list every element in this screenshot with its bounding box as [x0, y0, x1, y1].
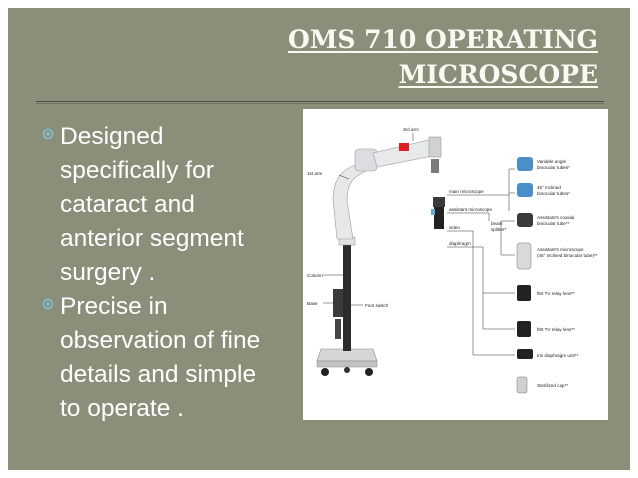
accessory-label: 45° inclined	[537, 185, 561, 190]
title-divider-shadow	[36, 103, 604, 104]
title-line-1: OMS 710 OPERATING	[287, 25, 598, 54]
accessory-label: binocular tubes*	[537, 191, 570, 196]
bullet-item: Precise in observation of fine details a…	[42, 290, 306, 426]
accessory-label: Sterilized cap**	[537, 383, 568, 388]
microscope-svg: 3rd arm 1st arm Column Base Foot switch …	[307, 127, 598, 394]
bullet-line: observation of fine	[60, 327, 261, 354]
accessory-icons	[516, 157, 533, 394]
label-beam-splitter: beam	[491, 221, 503, 226]
microscope-base	[316, 348, 378, 376]
label-third-arm: 3rd arm	[403, 127, 419, 132]
bullet-list: Designed specifically for cataract and a…	[42, 120, 306, 426]
bullet-line: Precise in	[60, 293, 168, 320]
accessory-label: (45° inclined binocular tube)**	[537, 253, 598, 258]
bullet-line: Designed	[60, 123, 164, 150]
accessory-label: Assistant's coaxial	[537, 215, 574, 220]
bullet-line: cataract and	[60, 191, 195, 218]
bullet-line: to operate .	[60, 395, 184, 422]
label-first-arm: 1st arm	[307, 171, 322, 176]
accessory-label: f90 TV relay lens**	[537, 327, 575, 332]
accessory-label: Assistant's microscope	[537, 247, 584, 252]
label-beam-splitter-2: splitter*	[491, 227, 507, 232]
label-video: video	[449, 225, 460, 230]
bullet-circle-icon	[42, 298, 54, 310]
accessory-label: binocular tubes*	[537, 165, 570, 170]
bullet-item: Designed specifically for cataract and a…	[42, 120, 306, 290]
label-column: Column	[307, 273, 323, 278]
label-base: Base	[307, 301, 318, 306]
microscope-diagram: 3rd arm 1st arm Column Base Foot switch …	[303, 109, 608, 420]
microscope-head	[431, 197, 445, 229]
accessory-label: binocular tube**	[537, 221, 570, 226]
microscope-third-arm	[372, 136, 442, 173]
label-foot-switch: Foot switch	[365, 303, 389, 308]
microscope-column	[333, 236, 356, 351]
bullet-line: specifically for	[60, 157, 214, 184]
accessory-label: f60 TV relay lens**	[537, 291, 575, 296]
bullet-line: anterior segment	[60, 225, 244, 252]
slide-title: OMS 710 OPERATING MICROSCOPE	[238, 22, 598, 92]
bullet-line: surgery .	[60, 259, 156, 286]
title-line-2: MICROSCOPE	[398, 60, 598, 89]
label-main-microscope: main microscope	[449, 189, 484, 194]
accessory-label: Iris diaphragm unit**	[537, 353, 579, 358]
microscope-first-arm	[332, 148, 378, 240]
accessory-label: Variable angle	[537, 159, 566, 164]
bullet-circle-icon	[42, 128, 54, 140]
label-diaphragm: diaphragm	[449, 241, 471, 246]
bullet-line: details and simple	[60, 361, 257, 388]
title-divider	[36, 101, 604, 102]
leader-lines	[323, 133, 515, 356]
label-assistant-microscope: assistant microscope	[449, 207, 492, 212]
